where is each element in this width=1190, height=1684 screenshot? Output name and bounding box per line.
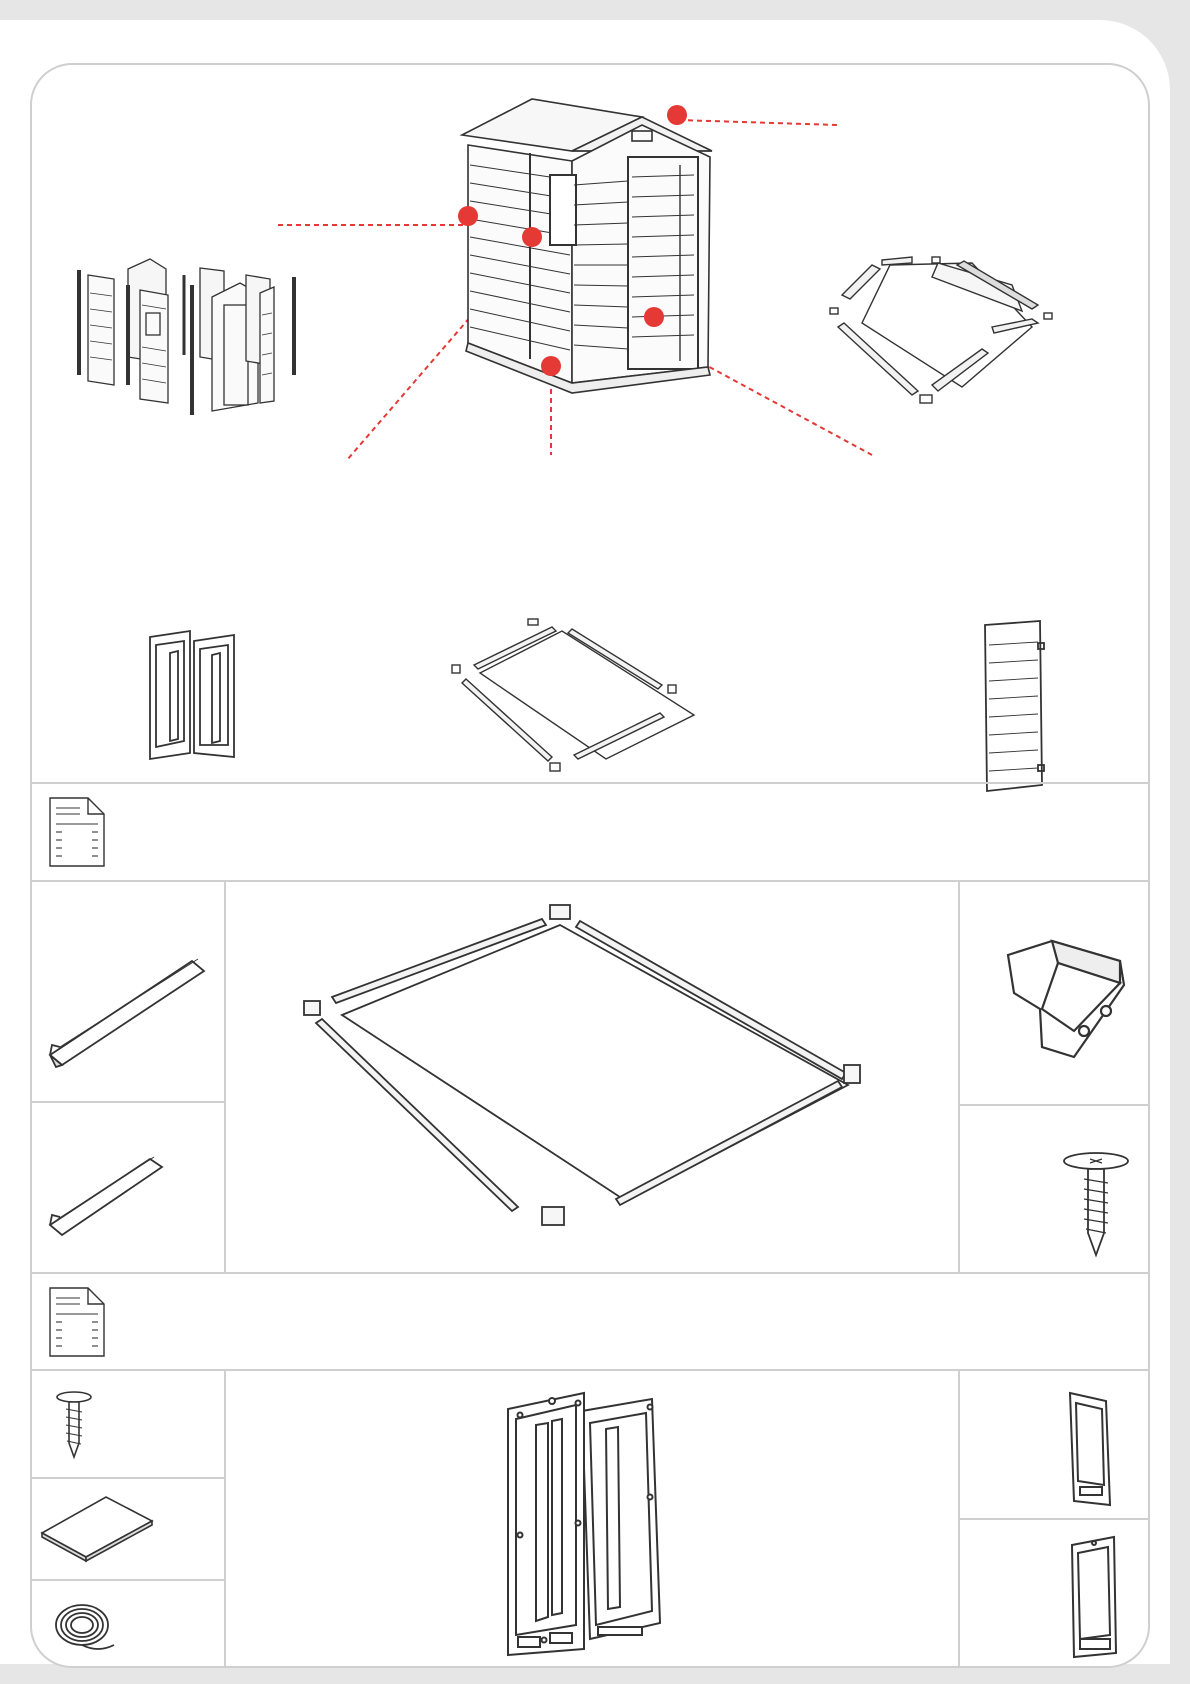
corner-connector-part [1002,935,1132,1075]
door-frame-assembly-diagram [502,1385,702,1665]
sheet-part [38,1491,158,1563]
divider-1 [32,782,1148,784]
door-panel-part [985,621,1044,791]
page-frame [30,63,1150,1668]
short-floor-rail-part [42,1137,172,1247]
window-frame-part [1066,1389,1116,1509]
shed-illustration [462,99,712,393]
shed-overview-diagram [32,65,1150,785]
grid-line [32,1477,224,1479]
grid-line [958,880,960,1272]
grid-line [32,1101,224,1103]
document-icon [48,1286,106,1358]
grid-line [958,1104,1148,1106]
grid-line [224,1369,226,1668]
floor-kit-part-small [452,619,694,771]
grid-line [958,1518,1148,1520]
grid-line [224,880,226,1272]
long-floor-rail-part [42,915,212,1085]
instruction-page [0,20,1170,1664]
divider-2 [32,880,1148,882]
grid-line [32,1579,224,1581]
divider-4 [32,1369,1148,1371]
door-frame-part-small [150,631,234,759]
window-frame-back-part [1066,1535,1122,1661]
sealing-tape-roll-part [50,1595,120,1661]
screw-part-small [54,1389,94,1461]
exploded-roof-illustration [830,257,1052,403]
screw-part-large [1062,1149,1132,1259]
divider-3 [32,1272,1148,1274]
document-icon [48,796,106,868]
floor-assembly-diagram [302,905,882,1245]
exploded-walls-illustration [79,259,294,415]
